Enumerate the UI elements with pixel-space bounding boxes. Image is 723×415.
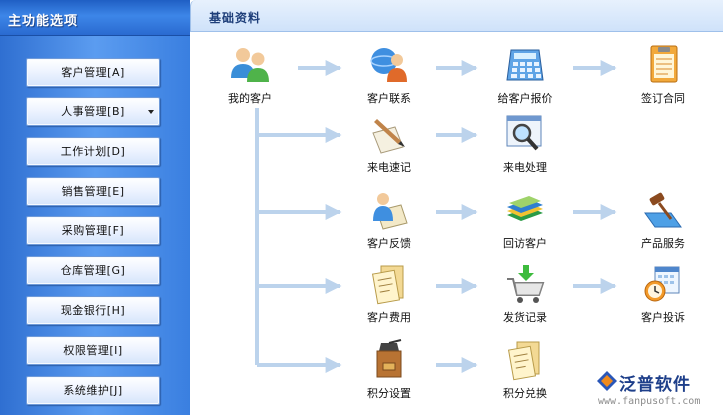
pen-note-icon — [372, 119, 405, 154]
node-label: 客户费用 — [367, 311, 411, 324]
node-label: 客户反馈 — [367, 237, 411, 250]
sidebar-header: 主功能选项 — [0, 0, 190, 36]
magnifier-window-icon — [506, 115, 542, 151]
nav-label: 现金银行[H] — [60, 304, 126, 317]
logo-url: www.fanpusoft.com — [598, 396, 701, 407]
feedback-icon — [373, 193, 408, 230]
nav-hr-management[interactable]: 人事管理[B] — [26, 97, 160, 126]
receipt-icon — [371, 265, 404, 305]
nav-label: 工作计划[D] — [60, 145, 126, 158]
node-customer-feedback[interactable]: 客户反馈 — [349, 189, 429, 251]
nav-work-plan[interactable]: 工作计划[D] — [26, 137, 160, 166]
calculator-icon — [506, 49, 544, 81]
node-label: 积分设置 — [367, 387, 411, 400]
nav-label: 仓库管理[G] — [60, 264, 126, 277]
receipt-icon — [507, 341, 540, 381]
nav-system-maintenance[interactable]: 系统维护[J] — [26, 376, 160, 405]
node-label: 客户联系 — [367, 92, 411, 105]
brand-logo: 泛普软件 www.fanpusoft.com — [592, 368, 722, 414]
node-customer-complaints[interactable]: 客户投诉 — [623, 263, 703, 325]
node-product-service[interactable]: 产品服务 — [623, 189, 703, 251]
logo-text: 泛普软件 — [619, 375, 691, 395]
node-label: 来电速记 — [367, 161, 411, 174]
sidebar: 主功能选项 客户管理[A] 人事管理[B] 工作计划[D] 销售管理[E] 采购… — [0, 0, 190, 415]
node-sign-contract[interactable]: 签订合同 — [623, 44, 703, 106]
nav-label: 系统维护[J] — [63, 384, 123, 397]
nav-cash-bank[interactable]: 现金银行[H] — [26, 296, 160, 325]
node-label: 签订合同 — [641, 92, 685, 105]
node-label: 回访客户 — [503, 237, 547, 250]
node-label: 我的客户 — [228, 92, 272, 105]
node-call-handling[interactable]: 来电处理 — [485, 113, 565, 175]
nav-label: 采购管理[F] — [61, 224, 125, 237]
nav-label: 客户管理[A] — [61, 66, 125, 79]
main-panel: 基础资料 — [190, 0, 723, 415]
gavel-icon — [644, 192, 682, 228]
node-customer-quote[interactable]: 给客户报价 — [485, 44, 565, 106]
books-icon — [507, 196, 543, 221]
node-label: 产品服务 — [641, 237, 685, 250]
nav-permission-management[interactable]: 权限管理[I] — [26, 336, 160, 365]
node-my-customers[interactable]: 我的客户 — [210, 44, 290, 106]
flow-connectors — [255, 60, 617, 373]
nav-customer-management[interactable]: 客户管理[A] — [26, 58, 160, 87]
node-points-settings[interactable]: 积分设置 — [349, 339, 429, 401]
calendar-clock-icon — [644, 266, 680, 302]
contact-person-icon — [370, 48, 407, 82]
nav-warehouse-management[interactable]: 仓库管理[G] — [26, 256, 160, 285]
nav-label: 人事管理[B] — [61, 105, 125, 118]
node-label: 积分兑换 — [503, 387, 547, 400]
node-label: 来电处理 — [503, 161, 547, 174]
coffee-grinder-icon — [376, 339, 402, 378]
node-label: 发货记录 — [503, 311, 547, 324]
node-customer-expenses[interactable]: 客户费用 — [349, 263, 429, 325]
logo-mark-icon — [597, 371, 617, 391]
node-points-exchange[interactable]: 积分兑换 — [485, 339, 565, 401]
node-label: 给客户报价 — [497, 92, 553, 105]
node-shipping-records[interactable]: 发货记录 — [485, 263, 565, 325]
nav-label: 销售管理[E] — [61, 185, 125, 198]
cart-icon — [507, 265, 545, 303]
users-icon — [231, 48, 269, 82]
sidebar-title: 主功能选项 — [8, 14, 79, 29]
node-label: 客户投诉 — [641, 311, 685, 324]
node-revisit-customer[interactable]: 回访客户 — [485, 189, 565, 251]
nav-label: 权限管理[I] — [63, 344, 123, 357]
main-title: 基础资料 — [209, 11, 262, 25]
nav-sales-management[interactable]: 销售管理[E] — [26, 177, 160, 206]
node-customer-contact[interactable]: 客户联系 — [349, 44, 429, 106]
nav-purchase-management[interactable]: 采购管理[F] — [26, 216, 160, 245]
dropdown-arrow-icon — [148, 110, 154, 114]
main-header: 基础资料 — [190, 0, 723, 32]
node-call-notes[interactable]: 来电速记 — [349, 113, 429, 175]
contract-icon — [650, 45, 678, 83]
